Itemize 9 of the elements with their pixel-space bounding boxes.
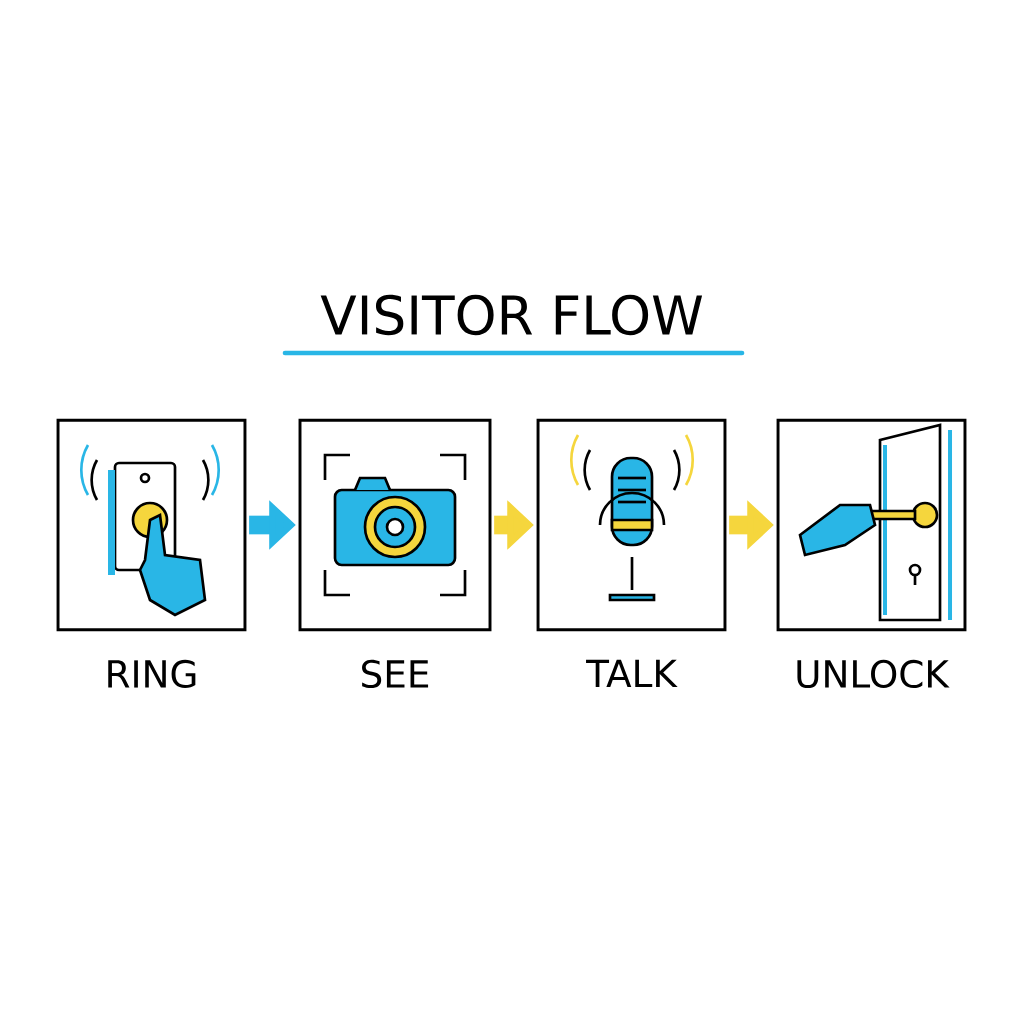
title: VISITOR FLOW bbox=[320, 294, 703, 336]
node-label: RING bbox=[108, 659, 196, 689]
step-box: RING bbox=[56, 418, 247, 689]
node-label: UNLOCK bbox=[797, 659, 950, 689]
step-box: UNLOCK bbox=[776, 418, 967, 689]
step-box: TALK bbox=[536, 418, 727, 688]
node-label: TALK bbox=[586, 659, 678, 688]
node-label: SEE bbox=[362, 659, 429, 689]
step-box: SEE bbox=[298, 418, 492, 689]
